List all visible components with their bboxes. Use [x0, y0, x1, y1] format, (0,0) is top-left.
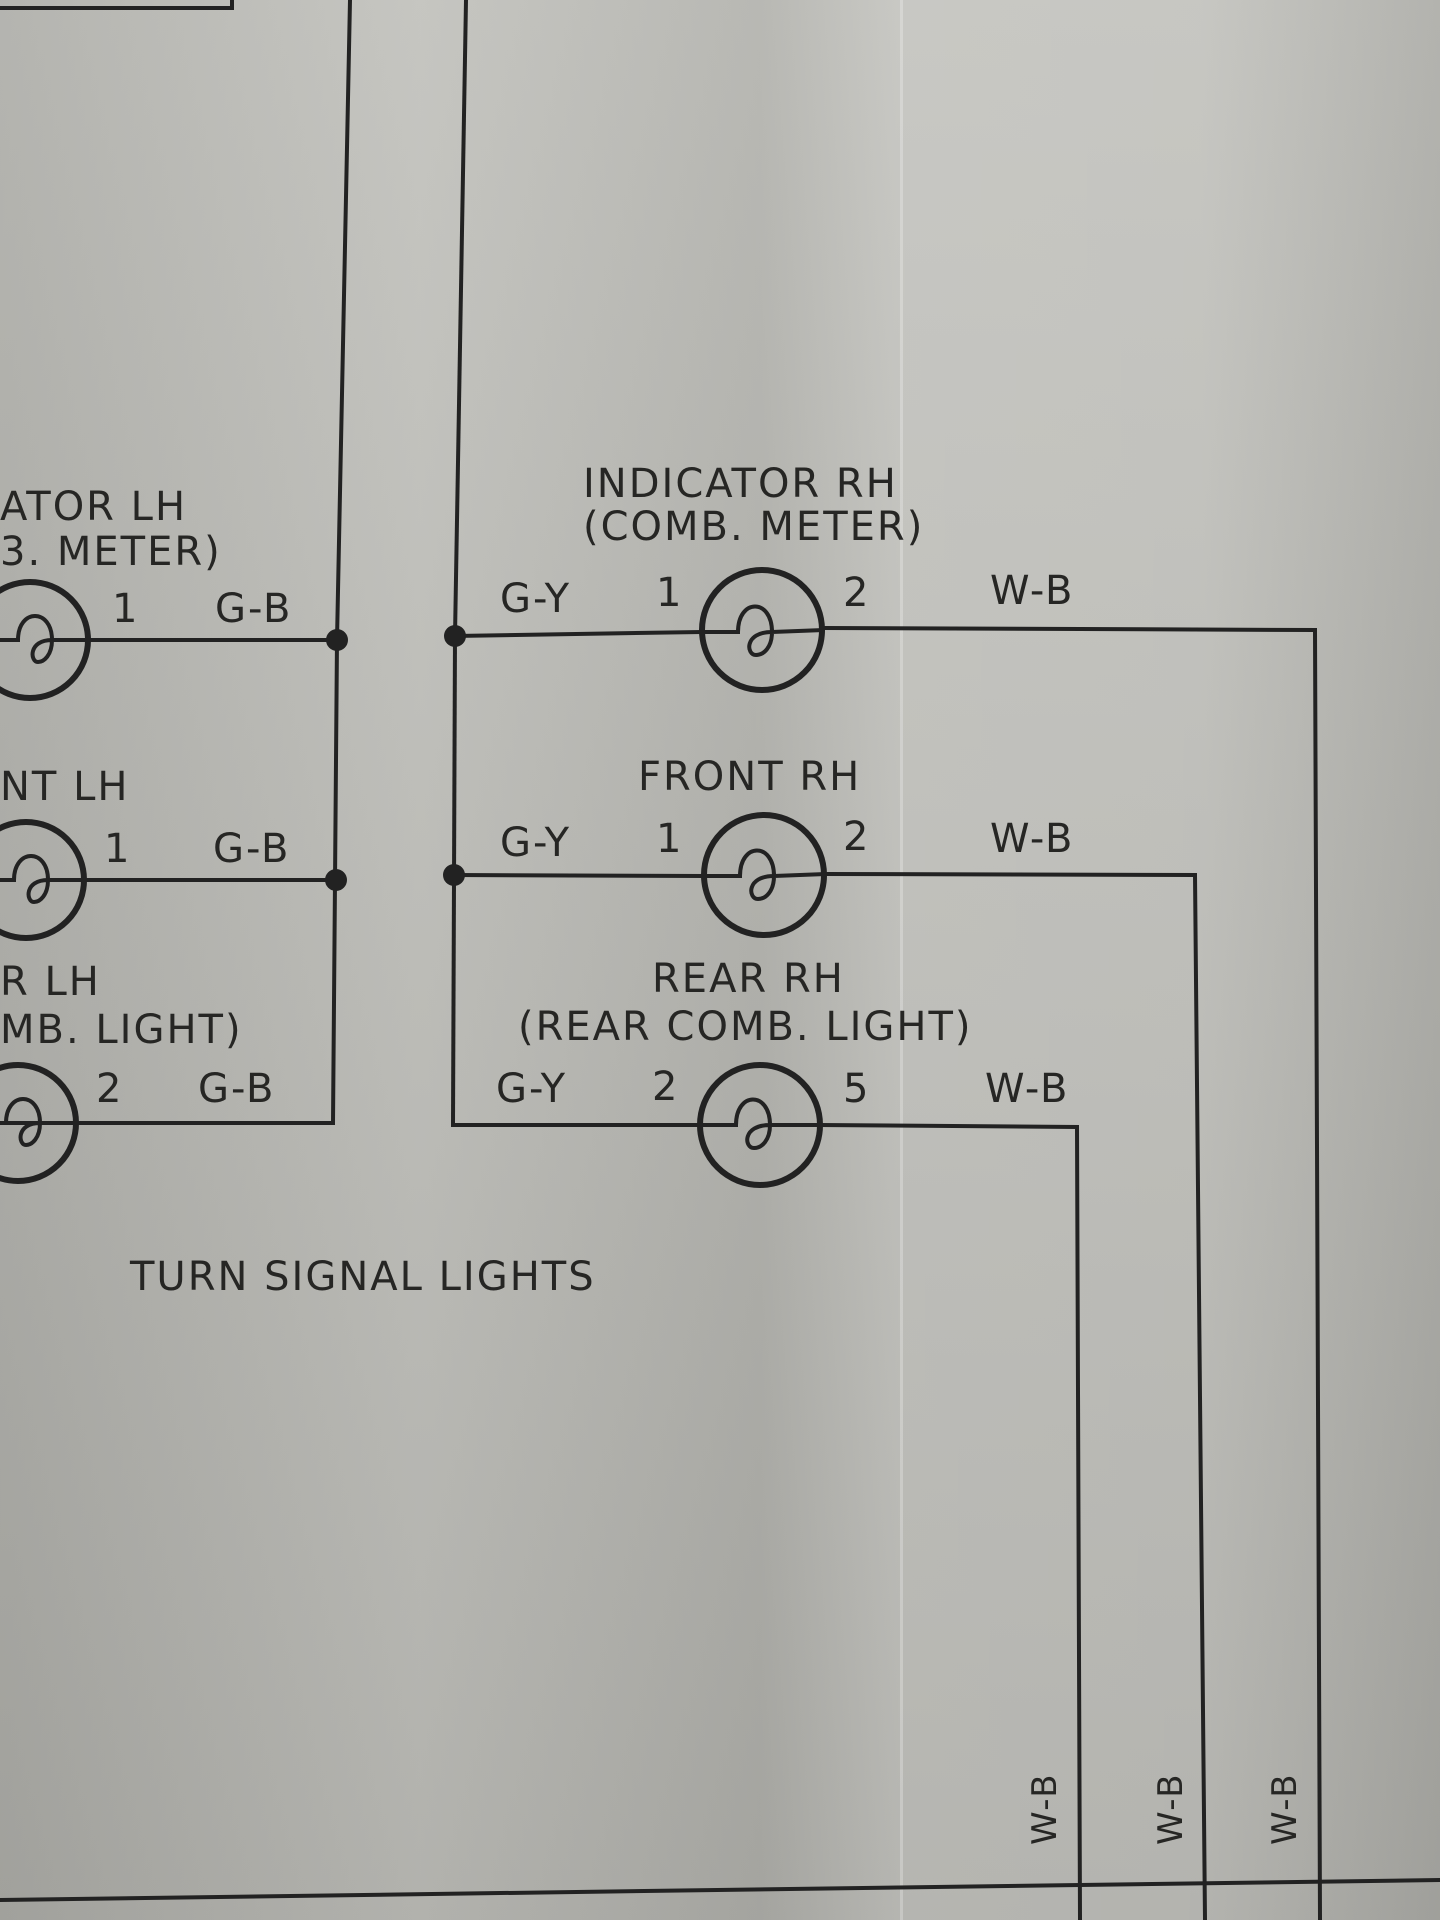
rear-rh-lamp — [697, 1062, 823, 1188]
indicator-rh-wire-in-label: G-Y — [500, 576, 571, 622]
bulb-icon — [0, 1097, 70, 1148]
rear-rh-wire-in-label: G-Y — [496, 1066, 567, 1112]
indicator-rh-pin-in: 1 — [656, 570, 683, 616]
indicator-lh-lamp — [0, 579, 91, 701]
front-rh-wire-in-label: G-Y — [500, 820, 571, 866]
right-junction-top — [444, 625, 466, 647]
bulb-icon — [0, 614, 80, 665]
rear-rh-name: REAR RH — [652, 956, 845, 1002]
ground-wire-label-3: W-B — [1265, 1772, 1305, 1845]
indicator-lh-name: ATOR LH — [0, 484, 187, 530]
indicator-rh-subname: (COMB. METER) — [583, 504, 924, 550]
left-bus-wire — [334, 0, 353, 643]
front-lh-lamp — [0, 819, 87, 941]
front-rh-feed-wire — [451, 872, 706, 879]
front-rh-wire-out-label: W-B — [990, 816, 1074, 862]
left-junction-mid — [325, 869, 347, 891]
front-lh-wire-label: G-B — [213, 826, 290, 872]
rear-lh-lamp — [0, 1062, 79, 1184]
bulb-icon — [702, 604, 825, 658]
rear-lh-name: R LH — [0, 959, 101, 1005]
bottom-border-line — [0, 1877, 1440, 1903]
rear-lh-pin: 2 — [96, 1066, 123, 1112]
left-junction-top — [326, 629, 348, 651]
indicator-rh-name: INDICATOR RH — [583, 461, 898, 507]
bulb-icon — [704, 848, 827, 902]
indicator-rh-pin-out: 2 — [843, 570, 870, 616]
front-rh-lamp — [701, 812, 827, 938]
top-box-edge — [0, 0, 234, 10]
front-rh-pin-in: 1 — [656, 816, 683, 862]
indicator-rh-feed-wire — [452, 629, 703, 639]
bulb-icon — [0, 854, 76, 905]
front-rh-pin-out: 2 — [843, 814, 870, 860]
indicator-rh-wire-out-label: W-B — [990, 568, 1074, 614]
diagram-title: TURN SIGNAL LIGHTS — [129, 1254, 596, 1300]
rear-rh-wire-out-label: W-B — [985, 1066, 1069, 1112]
ground-wire-label-2: W-B — [1151, 1772, 1191, 1845]
rear-lh-subname: MB. LIGHT) — [0, 1007, 243, 1053]
rear-rh-ground-wire — [817, 1122, 1083, 1920]
front-rh-name: FRONT RH — [638, 754, 861, 800]
right-junction-mid — [443, 864, 465, 886]
rear-rh-pin-out: 5 — [843, 1066, 870, 1112]
right-bus-wire — [452, 0, 469, 639]
bulb-icon — [700, 1097, 822, 1151]
indicator-rh-ground-wire — [822, 625, 1323, 1920]
indicator-rh-lamp — [699, 567, 825, 693]
indicator-lh-wire-label: G-B — [215, 586, 292, 632]
front-lh-name: NT LH — [0, 764, 129, 810]
rear-rh-pin-in: 2 — [652, 1064, 679, 1110]
indicator-lh-pin: 1 — [112, 586, 139, 632]
front-lh-pin: 1 — [104, 826, 131, 872]
ground-wire-label-1: W-B — [1025, 1772, 1065, 1845]
front-rh-ground-wire — [822, 871, 1208, 1920]
paper-fold-line — [900, 0, 903, 1920]
indicator-lh-subname: 3. METER) — [0, 529, 222, 575]
rear-rh-subname: (REAR COMB. LIGHT) — [518, 1004, 973, 1050]
rear-lh-wire-label: G-B — [198, 1066, 275, 1112]
